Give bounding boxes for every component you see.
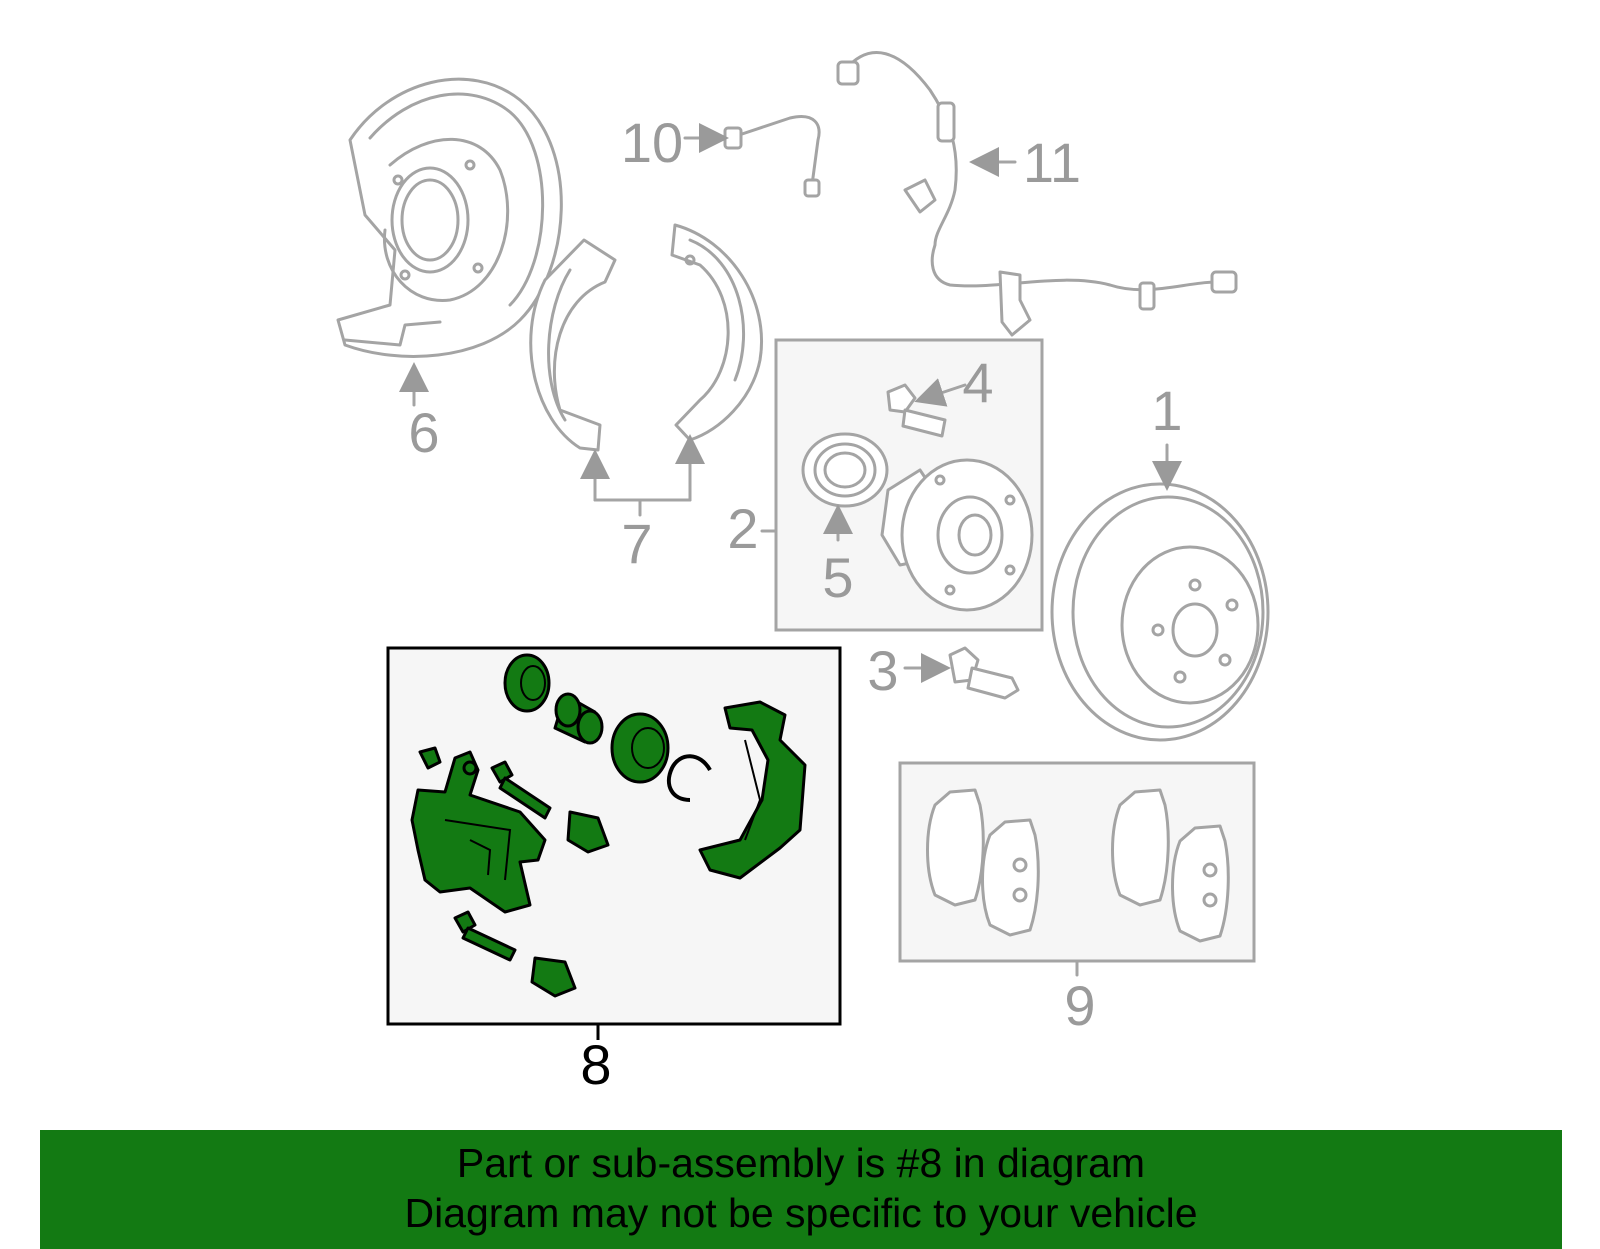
callout-6: 6 — [408, 401, 439, 464]
callout-7: 7 — [621, 512, 652, 575]
part-2-hub-assembly-box[interactable] — [760, 338, 1044, 632]
callout-10: 10 — [621, 111, 683, 174]
part-1-brake-rotor[interactable] — [1050, 443, 1270, 742]
callout-9: 9 — [1064, 974, 1095, 1037]
part-4-hub-bolt[interactable] — [886, 378, 967, 438]
part-6-dust-shield[interactable] — [336, 77, 563, 407]
caliper-guide-pin-upper — [490, 760, 552, 820]
part-7-brake-shoes[interactable] — [529, 223, 763, 517]
caliper-bracket — [698, 700, 807, 880]
part-9-brake-pads-box[interactable] — [898, 761, 1256, 977]
caliper-piston — [610, 712, 670, 784]
caliper-seal-ring — [503, 653, 551, 713]
hub-flange — [880, 458, 1034, 612]
caliper-guide-pin-lower — [453, 910, 517, 962]
callout-3: 3 — [867, 639, 898, 702]
callout-8: 8 — [580, 1033, 611, 1096]
info-banner: Part or sub-assembly is #8 in diagram Di… — [40, 1130, 1562, 1249]
callout-5: 5 — [822, 546, 853, 609]
caliper-retaining-clip — [666, 754, 712, 802]
caliper-bleeder-bolt — [418, 746, 442, 770]
part-8-caliper-kit-box[interactable] — [386, 646, 842, 1040]
banner-line-part-info: Part or sub-assembly is #8 in diagram — [456, 1140, 1146, 1186]
banner-line-disclaimer: Diagram may not be specific to your vehi… — [404, 1190, 1198, 1236]
part-3-bolt[interactable] — [903, 646, 1020, 700]
callout-4: 4 — [962, 351, 993, 414]
callout-1: 1 — [1151, 379, 1182, 442]
callout-2: 2 — [727, 497, 758, 560]
caliper-body — [410, 750, 547, 914]
caliper-bushing — [553, 692, 604, 745]
caliper-pin-boot-lower — [530, 956, 577, 998]
callout-11: 11 — [1023, 131, 1081, 194]
part-10-brake-hose[interactable] — [683, 115, 821, 198]
part-5-wheel-bearing[interactable] — [801, 432, 889, 542]
caliper-pin-boot-upper — [566, 810, 610, 854]
part-11-abs-sensor[interactable] — [836, 51, 1238, 337]
